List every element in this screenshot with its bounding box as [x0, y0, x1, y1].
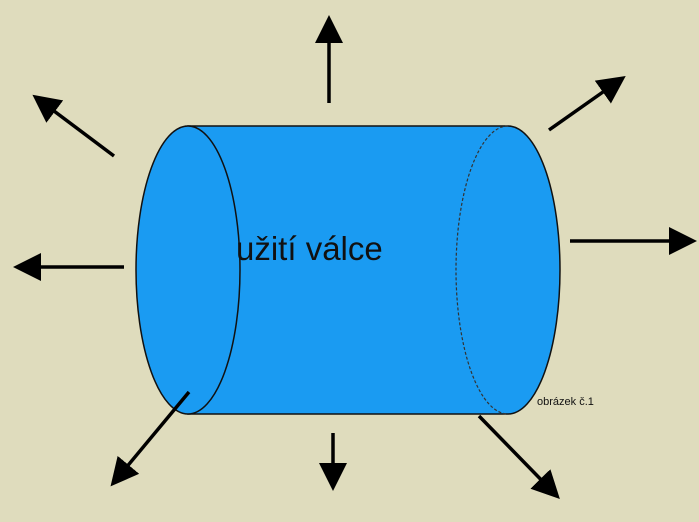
arrow-downleft-icon	[110, 390, 191, 487]
arrows-group	[13, 15, 697, 500]
cylinder-body	[187, 125, 561, 415]
arrow-upleft-icon	[32, 94, 116, 158]
figure-caption: obrázek č.1	[537, 396, 594, 408]
arrow-downright-icon	[477, 414, 560, 500]
cylinder-label: užití válce	[236, 230, 383, 267]
cylinder-shape	[135, 125, 561, 415]
cylinder-hidden-edge	[455, 125, 509, 415]
arrow-upright-icon	[547, 75, 626, 132]
cylinder-left-face	[135, 125, 241, 415]
